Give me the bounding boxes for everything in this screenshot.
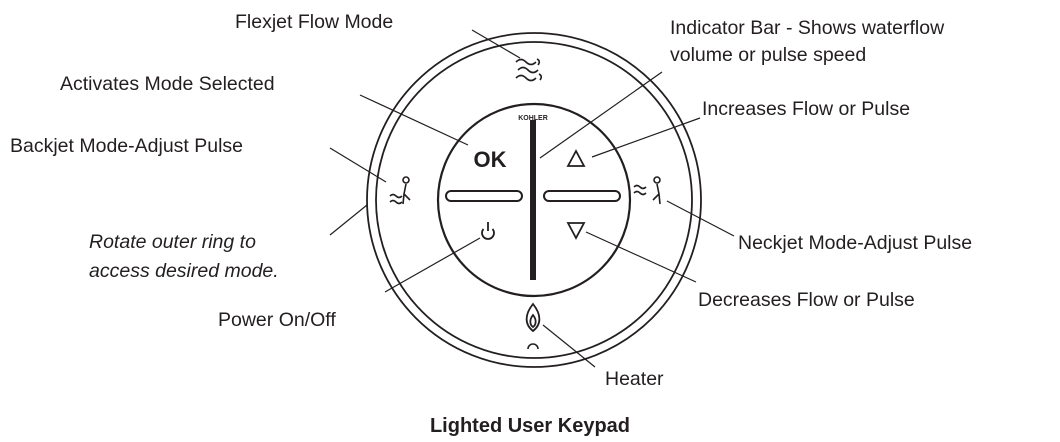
leader-lines [329, 29, 735, 368]
label-power-on-off: Power On/Off [218, 309, 336, 331]
label-rotate-line2: access desired mode. [89, 260, 279, 282]
label-backjet-mode: Backjet Mode-Adjust Pulse [10, 135, 243, 157]
label-neckjet-mode: Neckjet Mode-Adjust Pulse [738, 232, 972, 254]
neckjet-figure-icon[interactable] [633, 176, 661, 205]
label-flexjet-flow-mode: Flexjet Flow Mode [235, 11, 393, 33]
brand-logo: KOHLER [518, 115, 548, 122]
label-decreases-flow: Decreases Flow or Pulse [698, 289, 915, 311]
keypad: KOHLER OK [366, 32, 702, 368]
flame-icon[interactable] [525, 302, 541, 333]
label-increases-flow: Increases Flow or Pulse [702, 98, 910, 120]
indicator-bar [530, 120, 536, 280]
label-heater: Heater [605, 368, 664, 390]
center-button-plate [436, 102, 632, 298]
ring-notch [527, 343, 539, 350]
label-activates-mode-selected: Activates Mode Selected [60, 73, 275, 95]
left-divider [445, 190, 523, 202]
triangle-up-icon[interactable] [566, 149, 586, 167]
label-rotate-line1: Rotate outer ring to [89, 231, 256, 253]
triangle-down-icon[interactable] [566, 222, 586, 240]
backjet-figure-icon[interactable] [389, 176, 411, 205]
flow-waves-icon[interactable] [515, 58, 543, 82]
power-icon[interactable] [481, 222, 495, 240]
label-indicator-line1: Indicator Bar - Shows waterflow [670, 17, 945, 39]
outer-ring-inner-edge [375, 41, 693, 359]
ok-button[interactable]: OK [474, 147, 507, 172]
diagram-title: Lighted User Keypad [430, 415, 630, 437]
outer-ring-edge[interactable] [366, 32, 702, 368]
right-divider [543, 190, 621, 202]
label-indicator-line2: volume or pulse speed [670, 44, 866, 66]
